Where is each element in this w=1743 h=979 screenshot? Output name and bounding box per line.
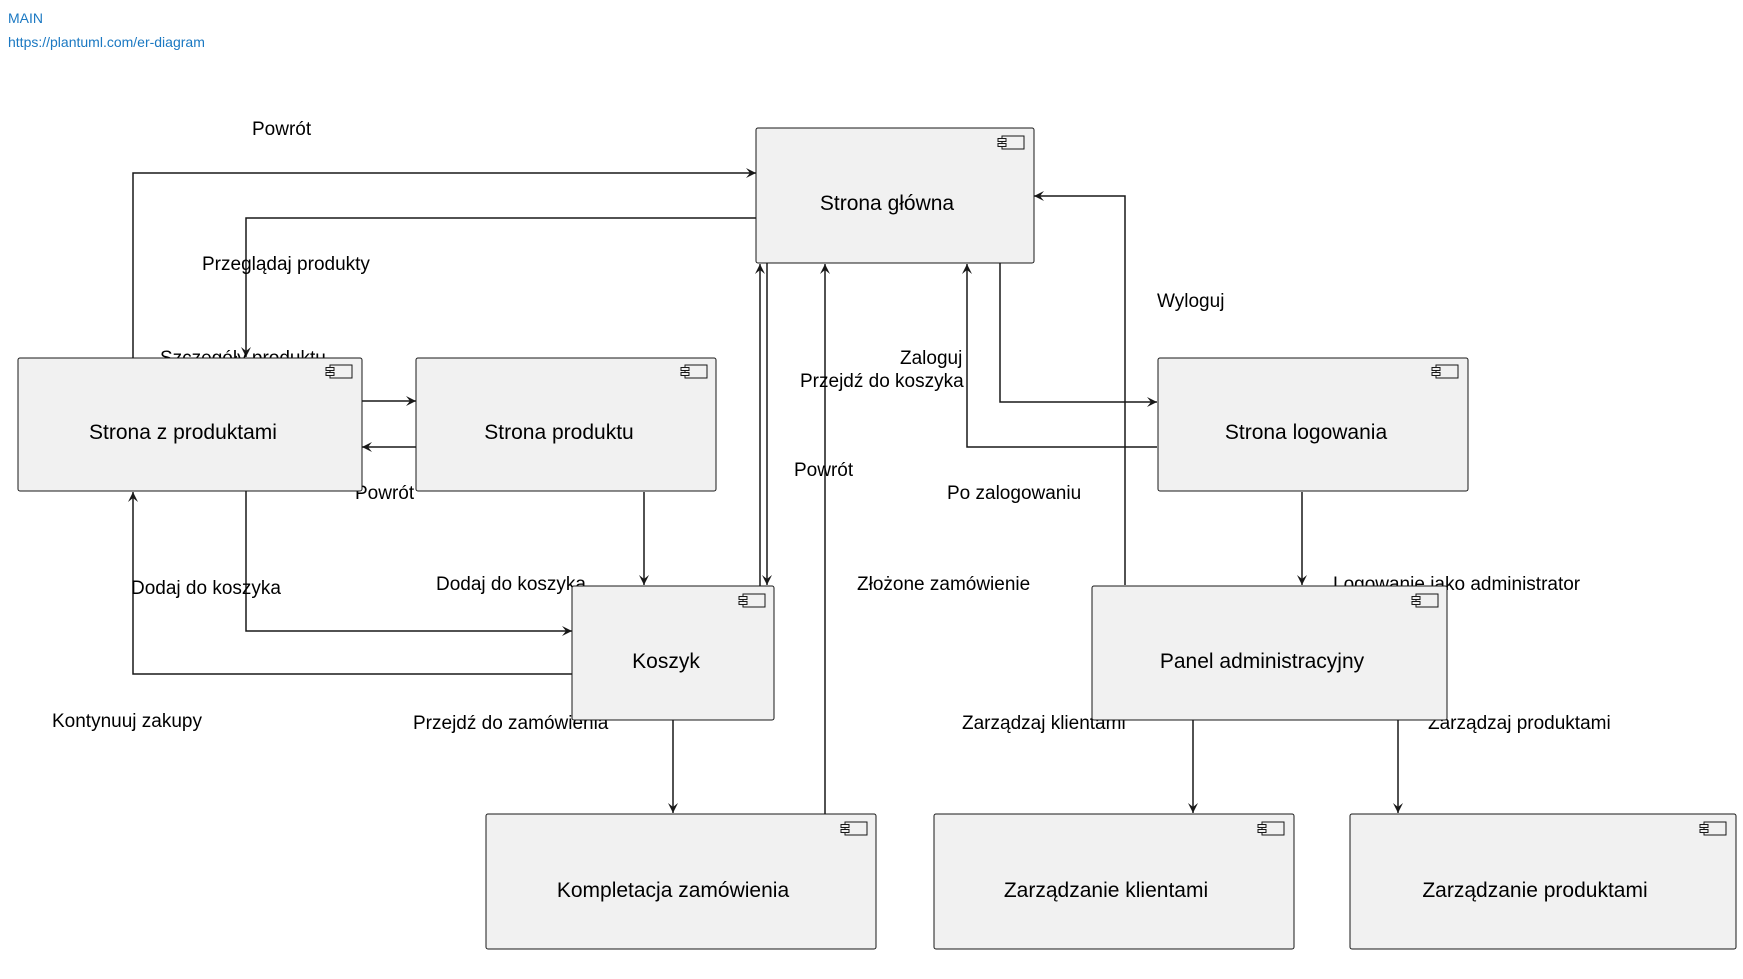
node-admin[interactable]: Panel administracyjny <box>1091 585 1448 721</box>
edge-back-products-home <box>132 168 756 358</box>
node-cart[interactable]: Koszyk <box>571 585 775 721</box>
edge-label-continue-shopping: Kontynuuj zakupy <box>52 711 202 732</box>
edge-label-manage-products: Zarządzaj produktami <box>1428 713 1611 734</box>
edge-label-go-to-order: Przejdź do zamówienia <box>413 713 609 734</box>
source-link[interactable]: https://plantuml.com/er-diagram <box>8 34 205 50</box>
node-label-checkout: Kompletacja zamówienia <box>557 879 790 902</box>
component-icon <box>997 135 1025 150</box>
component-icon <box>1431 364 1459 379</box>
node-label-manage-clients: Zarządzanie klientami <box>1004 879 1208 902</box>
edge-label-add-to-cart-products: Dodaj do koszyka <box>131 578 281 599</box>
edge-continue-shopping <box>128 492 572 675</box>
edge-label-go-to-cart: Przejdź do koszyka <box>800 371 964 392</box>
edge-log-out <box>1034 191 1126 585</box>
component-icon <box>738 593 766 608</box>
edge-label-back-product-products: Powrót <box>355 483 415 504</box>
edges <box>128 168 1403 814</box>
edge-label-back-cart-home: Powrót <box>794 460 854 481</box>
edge-label-after-login: Po zalogowaniu <box>947 483 1081 504</box>
edge-label-log-in: Zaloguj <box>900 348 962 369</box>
edge-log-in <box>999 263 1157 407</box>
component-icon <box>680 364 708 379</box>
node-home[interactable]: Strona główna <box>755 127 1035 264</box>
edge-after-login <box>962 264 1157 448</box>
node-login[interactable]: Strona logowania <box>1157 357 1469 492</box>
edge-label-browse-products: Przeglądaj produkty <box>202 254 370 275</box>
node-label-cart: Koszyk <box>632 650 700 673</box>
node-manage-products[interactable]: Zarządzanie produktami <box>1349 813 1737 950</box>
node-product[interactable]: Strona produktu <box>415 357 717 492</box>
edge-label-log-out: Wyloguj <box>1157 291 1224 312</box>
edge-label-add-to-cart-product: Dodaj do koszyka <box>436 574 586 595</box>
edge-label-order-placed: Złożone zamówienie <box>857 574 1030 595</box>
edge-add-to-cart-products <box>245 491 572 636</box>
component-icon <box>1699 821 1727 836</box>
node-label-product: Strona produktu <box>484 421 633 444</box>
diagram-title: MAIN <box>8 10 43 26</box>
edge-label-back-products-home: Powrót <box>252 119 312 140</box>
edge-browse-products <box>241 217 756 357</box>
node-manage-clients[interactable]: Zarządzanie klientami <box>933 813 1295 950</box>
node-label-manage-products: Zarządzanie produktami <box>1422 879 1647 902</box>
node-label-admin: Panel administracyjny <box>1160 650 1365 673</box>
component-icon <box>325 364 353 379</box>
component-icon <box>840 821 868 836</box>
component-icon <box>1257 821 1285 836</box>
node-label-login: Strona logowania <box>1225 421 1388 444</box>
node-label-products: Strona z produktami <box>89 421 277 444</box>
component-icon <box>1411 593 1439 608</box>
edge-label-manage-clients: Zarządzaj klientami <box>962 713 1126 734</box>
node-products[interactable]: Strona z produktami <box>17 357 363 492</box>
node-checkout[interactable]: Kompletacja zamówienia <box>485 813 877 950</box>
node-label-home: Strona główna <box>820 192 955 215</box>
